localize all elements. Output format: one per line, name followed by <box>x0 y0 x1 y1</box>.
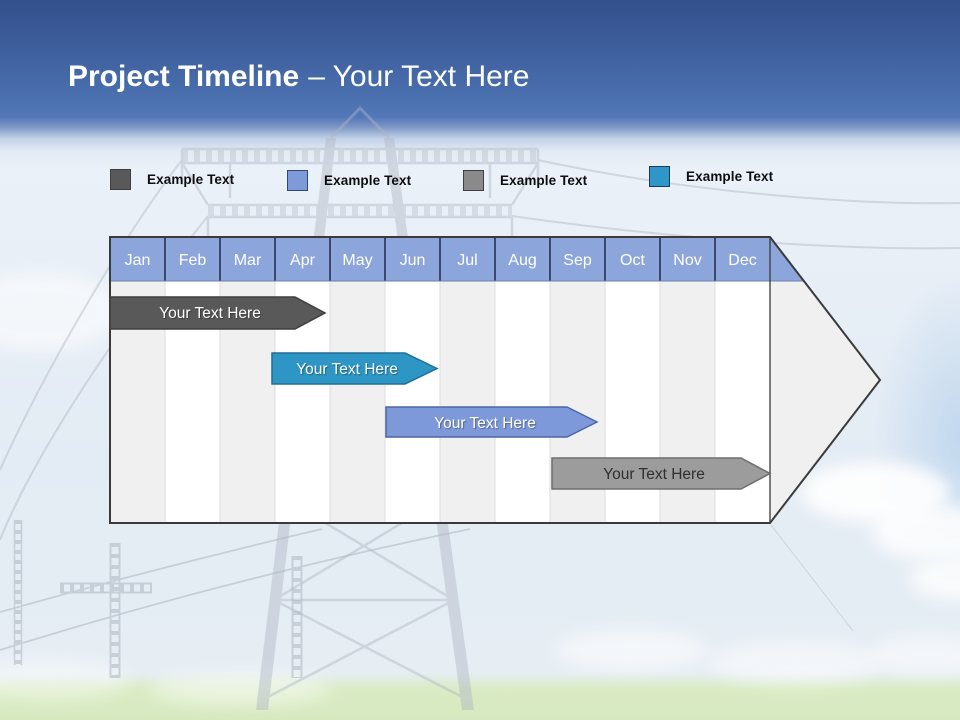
month-label: Jul <box>457 252 477 269</box>
header-separators <box>164 237 716 281</box>
bar-label: Your Text Here <box>434 415 536 432</box>
month-label: May <box>342 252 372 269</box>
month-label: Jan <box>125 252 151 269</box>
title-main: Project Timeline <box>68 60 300 93</box>
bar-label: Your Text Here <box>603 466 705 483</box>
bar-shape[interactable] <box>109 296 327 330</box>
month-label: Nov <box>673 252 701 269</box>
gantt-bar-3[interactable]: Your Text Here <box>385 406 599 438</box>
cloud <box>0 660 130 700</box>
gantt-bar-2[interactable]: Your Text Here <box>271 352 439 385</box>
legend-item-4[interactable]: Example Text <box>649 166 773 187</box>
gantt-bar-1[interactable]: Your Text Here <box>109 296 327 330</box>
slide-title[interactable]: Project Timeline – Your Text Here <box>68 60 529 94</box>
bar-label: Your Text Here <box>296 361 398 378</box>
cloud <box>868 636 960 674</box>
legend-swatch-dark-gray <box>110 169 131 190</box>
legend-item-3[interactable]: Example Text <box>463 170 587 191</box>
legend-label: Example Text <box>686 169 774 184</box>
legend-swatch-cornflower <box>287 170 308 191</box>
bar-shape[interactable] <box>385 406 599 438</box>
bar-shape[interactable] <box>271 352 439 385</box>
cloud <box>710 642 880 684</box>
month-label: Feb <box>179 252 207 269</box>
month-label: Dec <box>728 252 756 269</box>
legend-item-2[interactable]: Example Text <box>287 170 411 191</box>
arrow-reflection <box>770 524 854 632</box>
legend-swatch-teal <box>649 166 670 187</box>
legend-label: Example Text <box>324 173 412 188</box>
timeline-arrow-outline <box>109 236 882 524</box>
legend-label: Example Text <box>147 172 235 187</box>
column-gridlines <box>164 281 716 522</box>
legend-item-1[interactable]: Example Text <box>110 169 234 190</box>
title-suffix: – Your Text Here <box>308 60 530 93</box>
month-label: Mar <box>234 252 262 269</box>
month-label: Apr <box>290 252 316 269</box>
gantt-bar-4[interactable]: Your Text Here <box>551 457 772 490</box>
month-label: Oct <box>620 252 645 269</box>
cloud <box>556 630 706 670</box>
month-label: Sep <box>563 252 592 269</box>
month-header-band[interactable] <box>110 237 870 281</box>
bar-shape[interactable] <box>551 457 772 490</box>
month-label: Jun <box>400 252 426 269</box>
bar-label: Your Text Here <box>159 305 261 322</box>
month-label: Aug <box>508 252 536 269</box>
legend-swatch-gray <box>463 170 484 191</box>
legend-label: Example Text <box>500 173 588 188</box>
